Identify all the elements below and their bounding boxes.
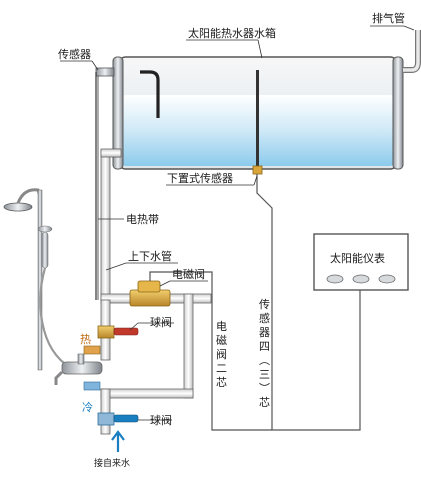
label-ball-valve-top: 球阀: [150, 315, 172, 329]
label-hot: 热: [80, 333, 91, 346]
label-cold: 冷: [82, 401, 93, 414]
sensor-wire: [256, 174, 361, 431]
meter-button-1[interactable]: [326, 274, 344, 284]
top-sensor-connector-icon: [95, 67, 115, 77]
vsensor-glyph: ︶: [259, 382, 270, 395]
vvalve-glyph: 二: [216, 362, 227, 375]
water-inlet-arrow-icon: [111, 430, 125, 452]
lower-sensor-plug-icon: [252, 165, 263, 175]
vsensor-glyph: 三: [259, 368, 270, 381]
solar-meter-panel: [313, 233, 409, 291]
label-up-down-pipe: 上下水管: [128, 249, 172, 263]
vsensor-glyph: 芯: [259, 395, 270, 409]
vvalve-glyph: 阀: [216, 347, 227, 361]
exhaust-pipe: [403, 30, 421, 73]
label-exhaust-pipe: 排气管: [372, 11, 405, 25]
label-solenoid-valve: 电磁阀: [172, 267, 205, 281]
label-lower-sensor: 下置式传感器: [167, 172, 233, 185]
meter-button-2[interactable]: [352, 274, 370, 284]
label-tank: 太阳能热水器水箱: [188, 26, 276, 40]
shower-fixture: [3, 188, 103, 391]
vvalve-glyph: 芯: [216, 375, 227, 389]
internal-sensor-rod: [256, 70, 259, 166]
label-meter: 太阳能仪表: [330, 251, 385, 265]
heating-element: [140, 70, 160, 118]
label-water-inlet: 接自来水: [94, 457, 130, 469]
vvalve-glyph: 电: [216, 320, 227, 333]
vsensor-glyph: 器: [259, 326, 270, 339]
label-top-sensor: 传感器: [58, 48, 91, 61]
vsensor-glyph: 四: [259, 340, 270, 353]
vsensor-glyph: 感: [259, 312, 270, 325]
label-heating-band: 电热带: [126, 213, 159, 226]
vvalve-glyph: 磁: [216, 334, 227, 347]
label-ball-valve-bottom: 球阀: [150, 413, 172, 427]
solenoid-valve-icon: [129, 280, 171, 307]
vsensor-glyph: 传: [259, 298, 270, 311]
label-sensor-wire-vertical: 传感器四︵三︶芯: [259, 298, 270, 409]
meter-button-3[interactable]: [378, 274, 396, 284]
ball-valve-top-icon: [97, 325, 139, 339]
vsensor-glyph: ︵: [259, 354, 270, 367]
solenoid-valve-wire: [149, 271, 272, 431]
ball-valve-bottom-icon: [97, 412, 139, 426]
label-solenoid-wire-vertical: 电磁阀二芯: [216, 320, 227, 389]
